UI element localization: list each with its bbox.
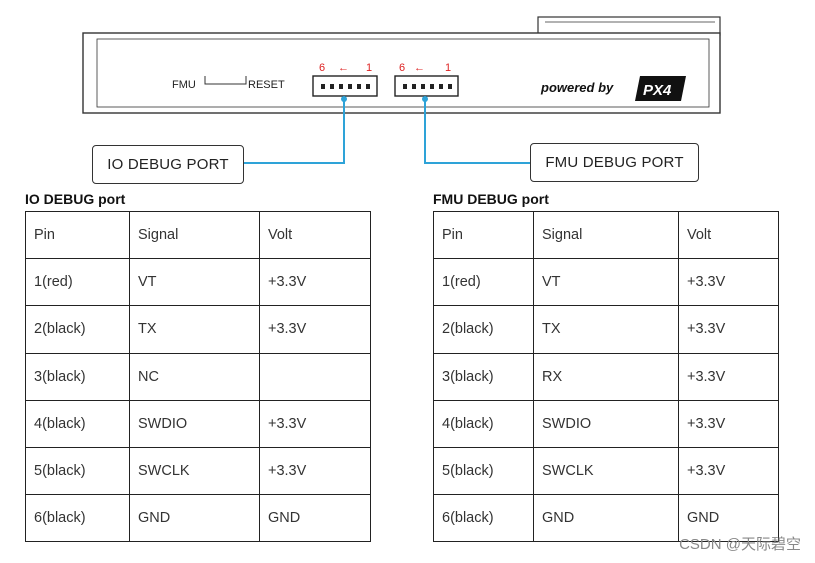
- pin-cell: 5(black): [25, 446, 130, 496]
- pin-cell: 6(black): [25, 494, 130, 543]
- signal-cell: SWCLK: [129, 446, 260, 496]
- volt-cell: +3.3V: [259, 446, 371, 496]
- pin-cell: 5(black): [433, 446, 534, 496]
- volt-cell: +3.3V: [678, 258, 779, 307]
- px4-logo-text: PX4: [643, 82, 672, 99]
- table-row: 4(black) SWDIO +3.3V: [433, 399, 779, 448]
- table-row: 4(black) SWDIO +3.3V: [25, 399, 371, 448]
- watermark: CSDN @天际碧空: [679, 536, 801, 553]
- pin-cell: 1(red): [25, 258, 130, 307]
- table-header-row: Pin Signal Volt: [433, 210, 779, 260]
- fmu-callout-line: [424, 97, 530, 164]
- header-cell: Signal: [533, 210, 679, 260]
- io-connector-pins: [321, 84, 370, 89]
- table-row: 5(black) SWCLK +3.3V: [25, 446, 371, 496]
- table-row: 1(red) VT +3.3V: [433, 258, 779, 307]
- io-table-title: IO DEBUG port: [25, 191, 126, 207]
- table-row: 3(black) NC: [25, 352, 371, 401]
- volt-cell: +3.3V: [678, 446, 779, 496]
- fmu-switch-label: FMU: [172, 79, 196, 91]
- signal-cell: SWDIO: [533, 399, 679, 448]
- io-port-pin-1: 1: [366, 62, 372, 74]
- signal-cell: RX: [533, 352, 679, 401]
- table-row: 2(black) TX +3.3V: [433, 305, 779, 354]
- fmu-port-arrow: ←: [414, 62, 425, 74]
- io-debug-port-callout: IO DEBUG PORT: [92, 145, 244, 184]
- device-diagram: FMU RESET 6 ← 1 6 ← 1 powered by PX4: [82, 16, 721, 164]
- fmu-debug-table: Pin Signal Volt 1(red) VT +3.3V 2(black)…: [433, 210, 779, 543]
- fmu-table-title: FMU DEBUG port: [433, 191, 549, 207]
- header-cell: Pin: [433, 210, 534, 260]
- table-row: 3(black) RX +3.3V: [433, 352, 779, 401]
- signal-cell: VT: [533, 258, 679, 307]
- volt-cell: +3.3V: [678, 305, 779, 354]
- fmu-debug-connector: [394, 75, 459, 97]
- header-cell: Pin: [25, 210, 130, 260]
- io-debug-table: Pin Signal Volt 1(red) VT +3.3V 2(black)…: [25, 210, 371, 543]
- signal-cell: GND: [533, 494, 679, 543]
- device-inner-panel: [96, 38, 710, 108]
- table-row: 6(black) GND GND: [25, 494, 371, 543]
- signal-cell: TX: [533, 305, 679, 354]
- pin-cell: 4(black): [433, 399, 534, 448]
- signal-cell: VT: [129, 258, 260, 307]
- pin-cell: 6(black): [433, 494, 534, 543]
- volt-cell: +3.3V: [678, 399, 779, 448]
- volt-cell: [259, 352, 371, 401]
- pin-cell: 2(black): [433, 305, 534, 354]
- volt-cell: +3.3V: [259, 305, 371, 354]
- volt-cell: +3.3V: [259, 258, 371, 307]
- table-row: 6(black) GND GND: [433, 494, 779, 543]
- io-port-pin-6: 6: [319, 62, 325, 74]
- pin-cell: 3(black): [25, 352, 130, 401]
- io-callout-line: [243, 97, 345, 164]
- volt-cell: GND: [678, 494, 779, 543]
- device-body: [82, 32, 721, 114]
- reset-switch-label: RESET: [248, 79, 285, 91]
- signal-cell: NC: [129, 352, 260, 401]
- fmu-port-pin-6: 6: [399, 62, 405, 74]
- header-cell: Signal: [129, 210, 260, 260]
- io-debug-connector: [312, 75, 378, 97]
- volt-cell: GND: [259, 494, 371, 543]
- volt-cell: +3.3V: [678, 352, 779, 401]
- pin-cell: 1(red): [433, 258, 534, 307]
- table-row: 5(black) SWCLK +3.3V: [433, 446, 779, 496]
- pin-cell: 2(black): [25, 305, 130, 354]
- fmu-debug-port-callout: FMU DEBUG PORT: [530, 143, 699, 182]
- volt-cell: +3.3V: [259, 399, 371, 448]
- signal-cell: SWDIO: [129, 399, 260, 448]
- signal-cell: SWCLK: [533, 446, 679, 496]
- reset-switch: [204, 76, 247, 85]
- signal-cell: TX: [129, 305, 260, 354]
- io-port-arrow: ←: [338, 62, 349, 74]
- brand-text: powered by: [540, 80, 614, 95]
- pin-cell: 4(black): [25, 399, 130, 448]
- pin-cell: 3(black): [433, 352, 534, 401]
- header-cell: Volt: [678, 210, 779, 260]
- fmu-connector-pins: [403, 84, 452, 89]
- table-row: 2(black) TX +3.3V: [25, 305, 371, 354]
- px4-logo: PX4: [635, 76, 686, 101]
- table-row: 1(red) VT +3.3V: [25, 258, 371, 307]
- header-cell: Volt: [259, 210, 371, 260]
- signal-cell: GND: [129, 494, 260, 543]
- fmu-port-pin-1: 1: [445, 62, 451, 74]
- table-header-row: Pin Signal Volt: [25, 210, 371, 260]
